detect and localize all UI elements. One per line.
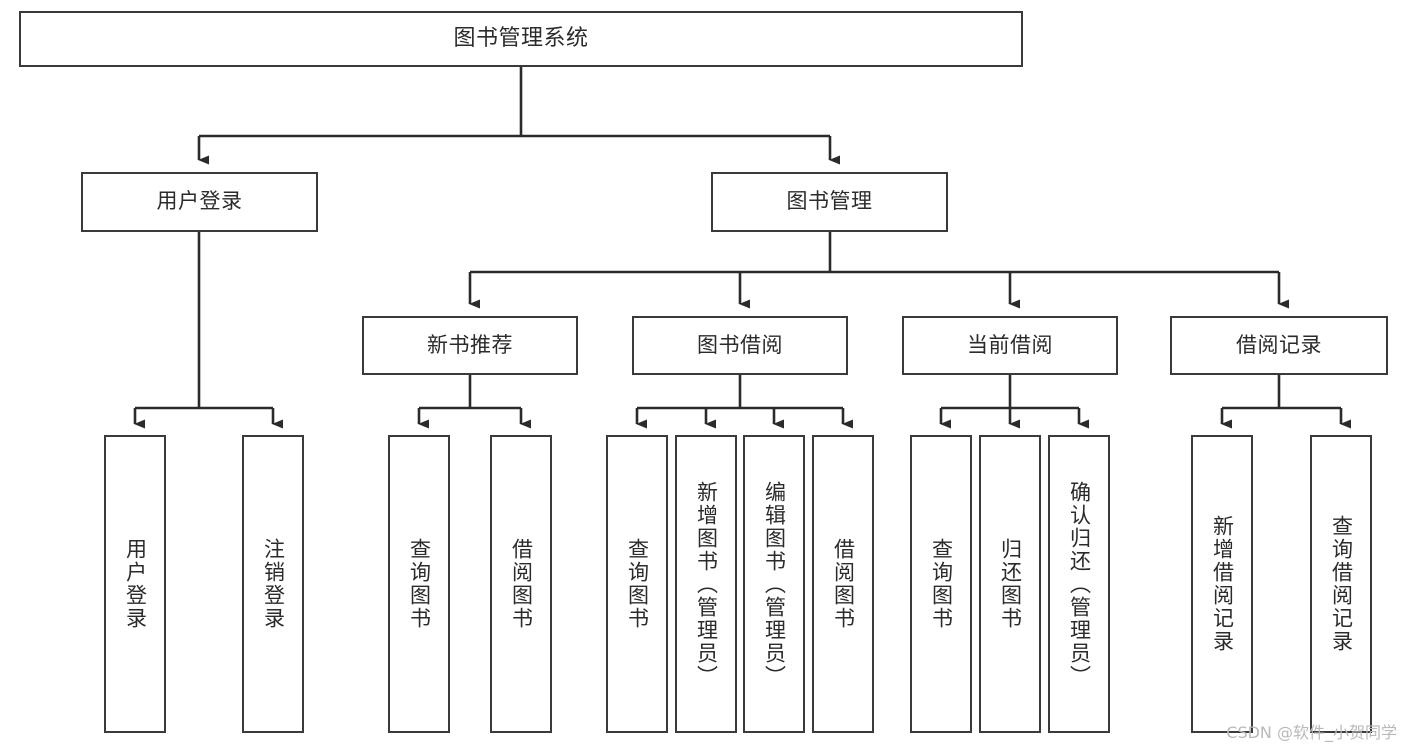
node-borrow-record[interactable]: 借阅记录 xyxy=(1170,316,1388,375)
node-label: 新书推荐 xyxy=(427,332,513,357)
edges-borrow-record-to-leaves xyxy=(1220,375,1351,429)
node-label: 查询图书 xyxy=(625,538,650,630)
edges-current-borrow-to-leaves xyxy=(939,375,1089,429)
watermark-text: CSDN @软件_小贺同学 xyxy=(1226,723,1397,742)
edges-user-login-to-leaves xyxy=(133,232,283,429)
leaf-user-login-signout[interactable]: 注销登录 xyxy=(242,435,304,733)
leaf-user-login-signin[interactable]: 用户登录 xyxy=(104,435,166,733)
leaf-current-confirm-return-admin[interactable]: 确认归还（管理员） xyxy=(1048,435,1110,733)
leaf-current-query-book[interactable]: 查询图书 xyxy=(910,435,972,733)
edges-root-to-level1 xyxy=(197,67,840,165)
leaf-record-add-borrow-record[interactable]: 新增借阅记录 xyxy=(1191,435,1253,733)
node-user-login[interactable]: 用户登录 xyxy=(81,172,318,232)
node-label: 借阅记录 xyxy=(1236,332,1322,357)
node-new-book-recommend[interactable]: 新书推荐 xyxy=(362,316,578,375)
node-root-system[interactable]: 图书管理系统 xyxy=(19,11,1023,67)
leaf-new-book-borrow[interactable]: 借阅图书 xyxy=(490,435,552,733)
node-label: 查询借阅记录 xyxy=(1329,515,1354,653)
node-label: 确认归还（管理员） xyxy=(1067,480,1092,688)
node-label: 图书管理 xyxy=(786,189,873,214)
leaf-new-book-query[interactable]: 查询图书 xyxy=(388,435,450,733)
node-label: 借阅图书 xyxy=(831,538,856,630)
node-label: 注销登录 xyxy=(261,538,286,630)
edges-borrow-book-to-leaves xyxy=(635,375,853,429)
node-label: 用户登录 xyxy=(156,189,243,214)
leaf-current-return-book[interactable]: 归还图书 xyxy=(979,435,1041,733)
leaf-borrow-query-book[interactable]: 查询图书 xyxy=(606,435,668,733)
node-book-borrow[interactable]: 图书借阅 xyxy=(632,316,848,375)
leaf-borrow-edit-book-admin[interactable]: 编辑图书（管理员） xyxy=(743,435,805,733)
node-label: 当前借阅 xyxy=(967,332,1053,357)
edges-new-book-to-leaves xyxy=(417,375,531,429)
node-label: 新增图书（管理员） xyxy=(694,480,719,688)
node-label: 借阅图书 xyxy=(509,538,534,630)
node-label: 图书管理系统 xyxy=(453,25,589,51)
node-label: 查询图书 xyxy=(407,538,432,630)
edges-book-mgmt-to-level2 xyxy=(468,232,1289,309)
node-current-borrow[interactable]: 当前借阅 xyxy=(902,316,1118,375)
node-label: 用户登录 xyxy=(123,538,148,630)
node-label: 编辑图书（管理员） xyxy=(762,480,787,688)
node-label: 查询图书 xyxy=(929,538,954,630)
leaf-borrow-add-book-admin[interactable]: 新增图书（管理员） xyxy=(675,435,737,733)
node-label: 新增借阅记录 xyxy=(1210,515,1235,653)
node-book-management[interactable]: 图书管理 xyxy=(711,172,948,232)
leaf-borrow-borrow-book[interactable]: 借阅图书 xyxy=(812,435,874,733)
node-label: 图书借阅 xyxy=(697,332,783,357)
node-label: 归还图书 xyxy=(998,538,1023,630)
leaf-record-query-borrow-record[interactable]: 查询借阅记录 xyxy=(1310,435,1372,733)
